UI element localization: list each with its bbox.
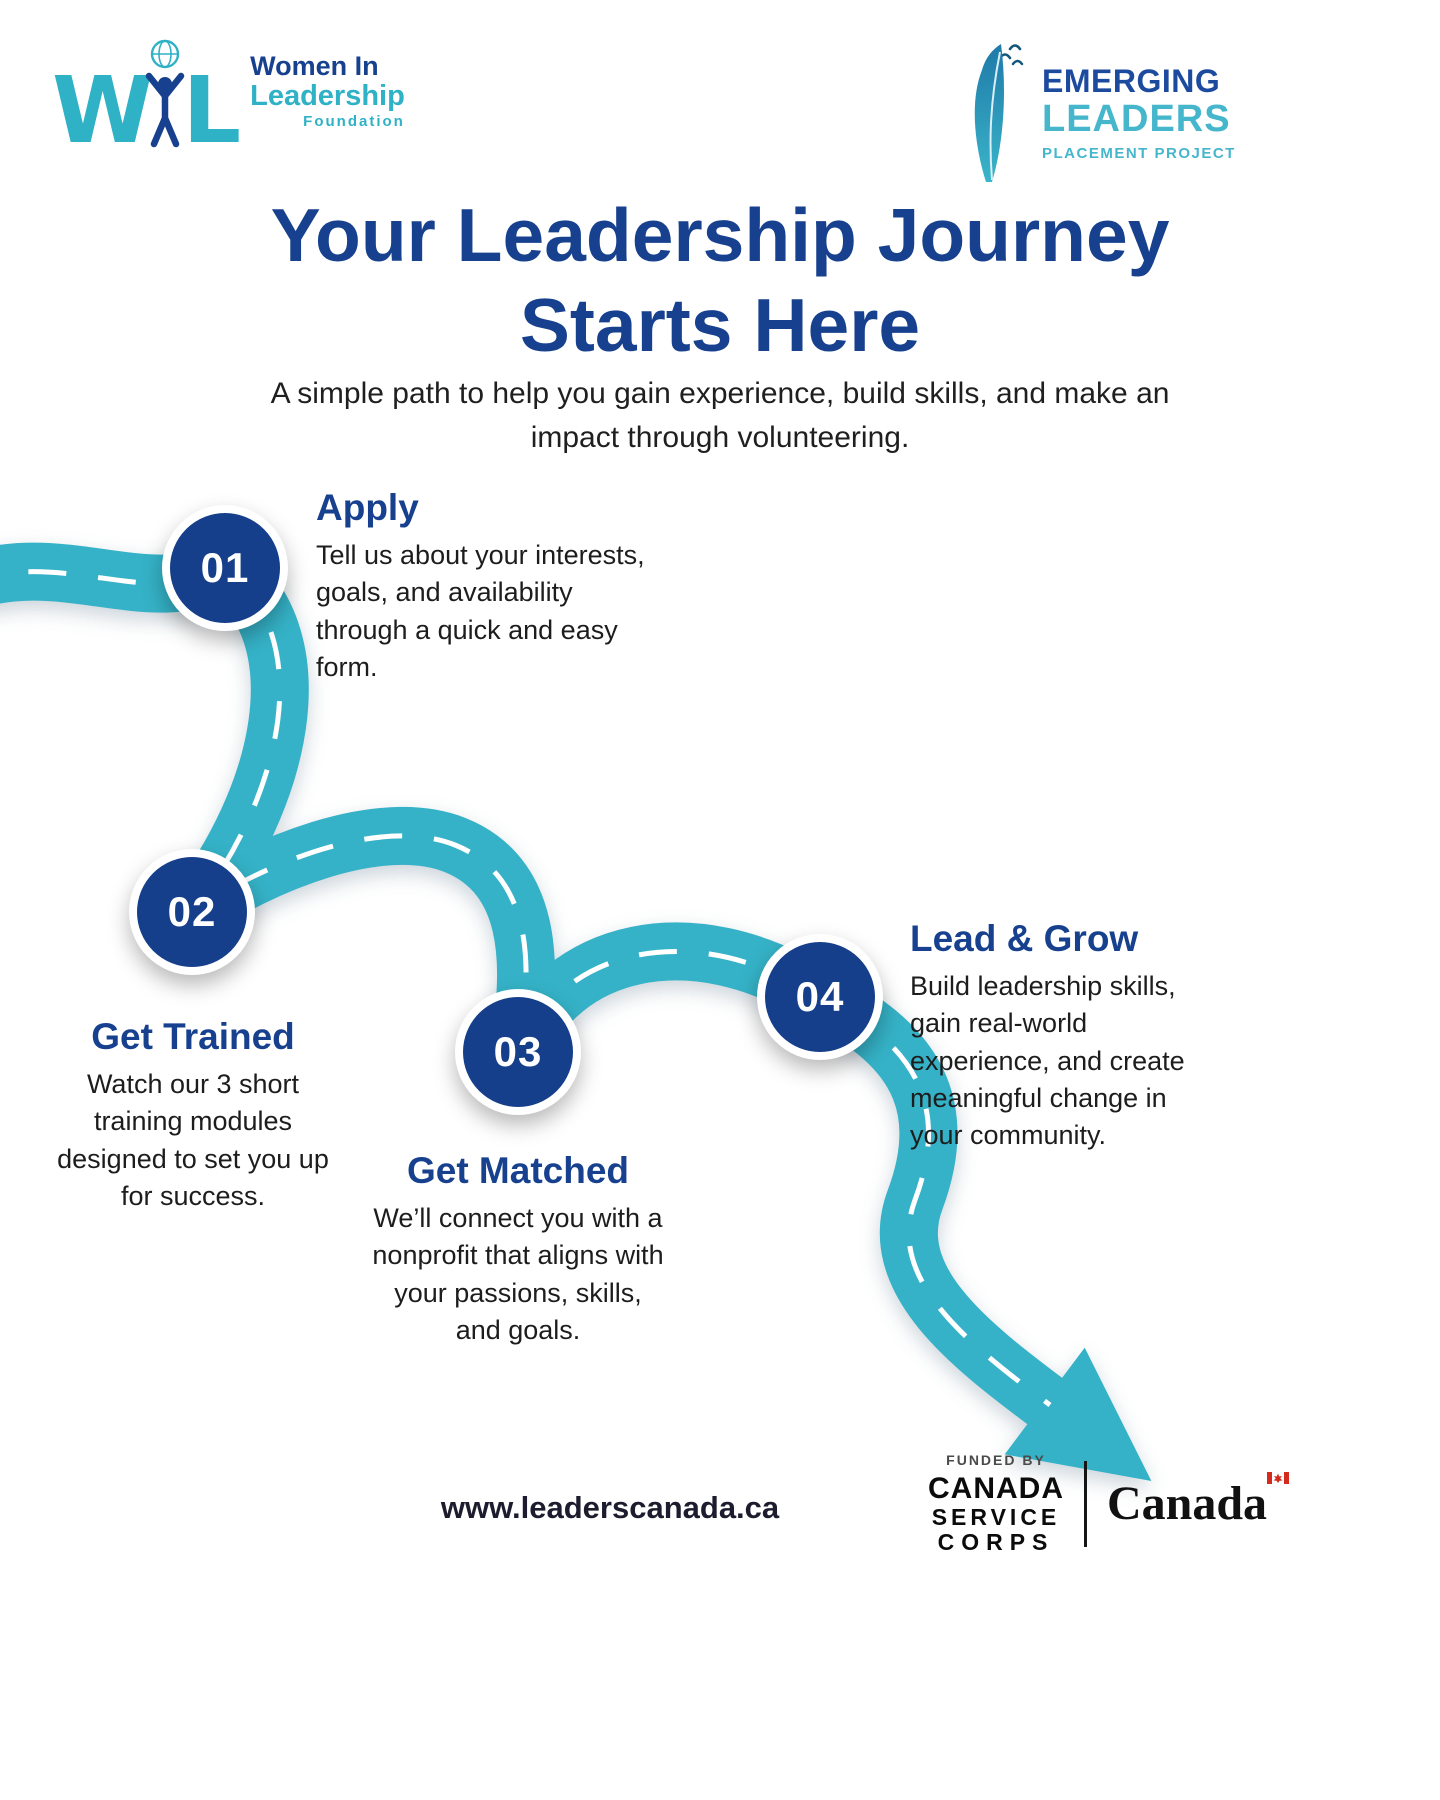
- wil-text-women-in: Women In: [250, 51, 379, 82]
- wil-letter-w: W: [52, 56, 154, 164]
- step-3-number: 03: [493, 1028, 543, 1075]
- canada-flag-icon: [1267, 1472, 1290, 1485]
- step-2-number: 02: [167, 888, 217, 935]
- canada-wordmark: Canada: [1107, 1472, 1290, 1531]
- subtitle: A simple path to help you gain experienc…: [270, 377, 1170, 454]
- wil-logo: W L Women In Leadership Foundation: [52, 38, 405, 164]
- step-2-title: Get Trained: [91, 1016, 295, 1057]
- csc-corps-text: CORPS: [937, 1528, 1055, 1555]
- step-4-title: Lead & Grow: [910, 918, 1139, 959]
- step-3-text: Get Matched We’ll connect you with a non…: [368, 1150, 668, 1349]
- logo-divider: [1084, 1460, 1087, 1547]
- elpp-text-placement-project: PLACEMENT PROJECT: [1042, 145, 1236, 163]
- step-1-circle: 01: [162, 505, 288, 631]
- step-1-text: Apply Tell us about your interests, goal…: [316, 487, 661, 686]
- step-1-number: 01: [200, 544, 250, 591]
- step-2-description: Watch our 3 short training modules desig…: [57, 1069, 329, 1211]
- wil-letter-l: L: [182, 56, 241, 164]
- wil-text-leadership: Leadership: [250, 79, 405, 112]
- title-line-2: Starts Here: [519, 283, 921, 367]
- emerging-leaders-logo: EMERGING LEADERS PLACEMENT PROJECT: [960, 42, 1236, 184]
- elpp-text-leaders: LEADERS: [1042, 97, 1231, 140]
- elpp-text-emerging: EMERGING: [1042, 62, 1221, 99]
- wil-mark: W L: [52, 38, 241, 164]
- step-4-circle: 04: [757, 934, 883, 1060]
- emerging-leaders-text: EMERGING LEADERS PLACEMENT PROJECT: [1042, 62, 1236, 163]
- funded-by-block: FUNDED BY CANADA SERVICE CORPS Canada: [928, 1452, 1290, 1555]
- csc-canada-text: CANADA: [928, 1472, 1064, 1505]
- canada-wordmark-text: Canada: [1107, 1477, 1268, 1531]
- page-title: Your Leadership Journey Starts Here: [0, 190, 1440, 370]
- feather-icon: [974, 44, 1024, 182]
- step-2-text: Get Trained Watch our 3 short training m…: [48, 1016, 338, 1215]
- step-4-number: 04: [795, 973, 845, 1020]
- csc-service-text: SERVICE: [931, 1503, 1061, 1530]
- title-line-1: Your Leadership Journey: [270, 193, 1170, 277]
- step-3-description: We’ll connect you with a nonprofit that …: [372, 1203, 664, 1345]
- funded-by-label: FUNDED BY: [946, 1452, 1046, 1468]
- canada-service-corps-logo: FUNDED BY CANADA SERVICE CORPS: [928, 1452, 1064, 1555]
- wil-logo-text: Women In Leadership Foundation: [250, 52, 405, 139]
- step-1-title: Apply: [316, 487, 419, 528]
- step-2-circle: 02: [129, 849, 255, 975]
- birds-icon: [998, 44, 1024, 66]
- step-4-description: Build leadership skills, gain real-world…: [910, 971, 1185, 1150]
- person-globe-icon: [146, 39, 185, 148]
- step-4-text: Lead & Grow Build leadership skills, gai…: [910, 918, 1210, 1154]
- website-url: www.leaderscanada.ca: [440, 1490, 780, 1525]
- step-1-description: Tell us about your interests, goals, and…: [316, 540, 645, 682]
- step-3-title: Get Matched: [406, 1150, 630, 1191]
- wil-text-foundation: Foundation: [303, 112, 405, 130]
- step-3-circle: 03: [455, 989, 581, 1115]
